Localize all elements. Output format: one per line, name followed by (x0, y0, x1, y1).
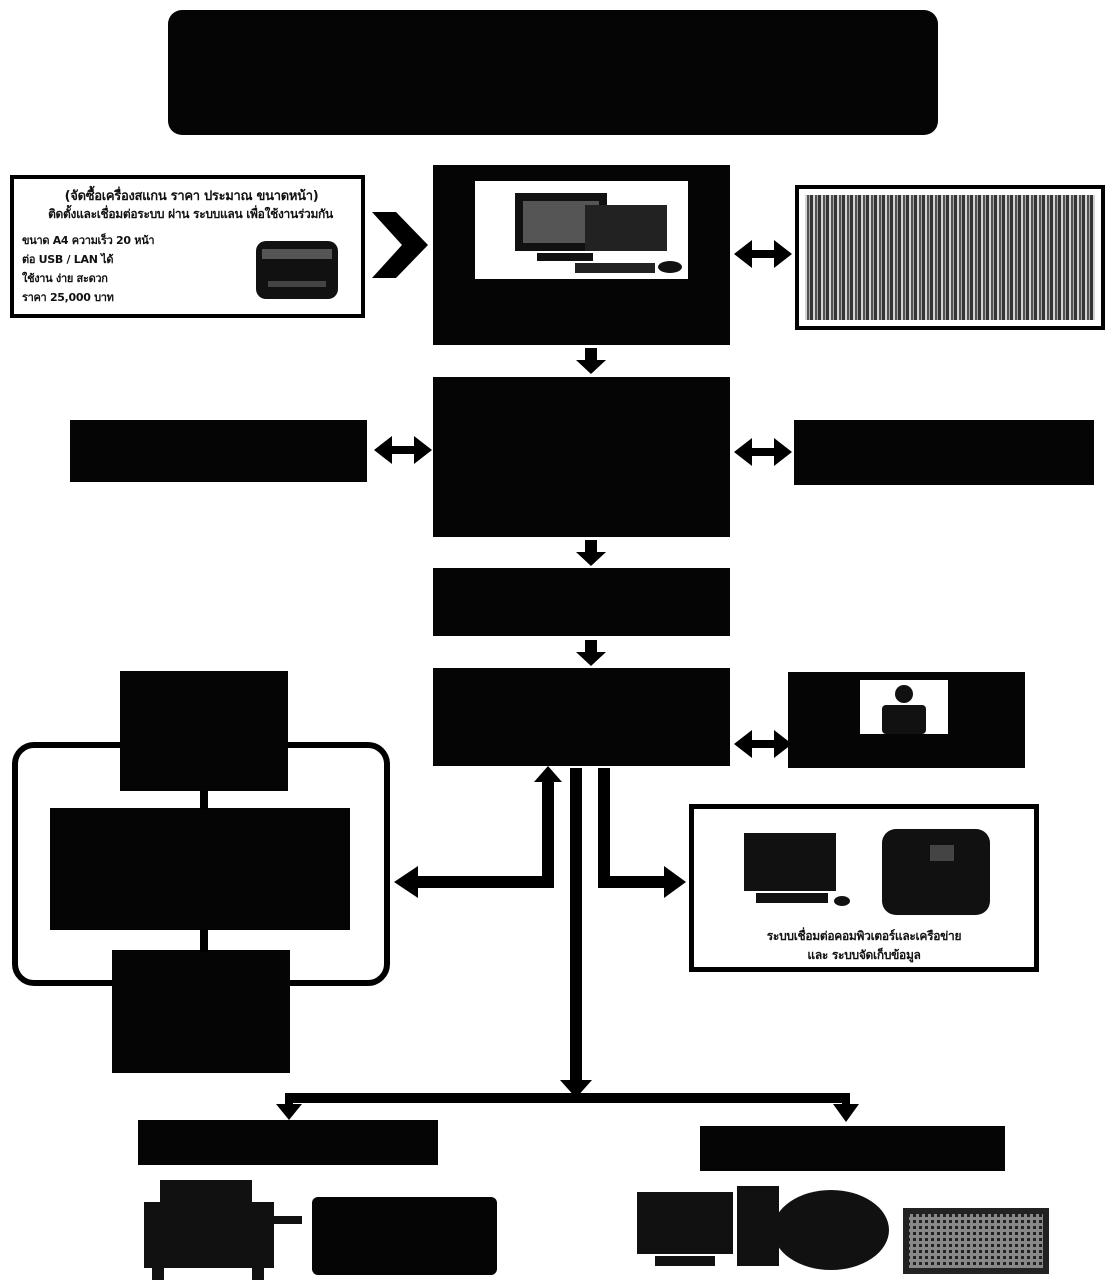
down-arrow-icon (576, 348, 606, 374)
spec-line: ขนาด A4 ความเร็ว 20 หน้า (22, 234, 155, 247)
chevron-right-icon (372, 212, 428, 278)
server-icon (744, 829, 990, 915)
scanner-card-line2: ติดตั้งและเชื่อมต่อระบบ ผ่าน ระบบแลน เพื… (48, 207, 333, 221)
spec-line: ใช้งาน ง่าย สะดวก (22, 272, 108, 285)
left-bottom-box (112, 950, 290, 1073)
double-arrow-icon (734, 438, 792, 466)
spec-line: ต่อ USB / LAN ได้ (22, 253, 114, 266)
right-process-box (794, 420, 1094, 485)
down-arrow-icon (276, 1104, 302, 1120)
bottom-equipment-icon (637, 1186, 1049, 1274)
network-photo (795, 185, 1105, 330)
bottom-left-box (138, 1120, 438, 1165)
double-arrow-icon (374, 436, 432, 464)
title-banner (168, 10, 938, 135)
loop-connector (200, 790, 208, 810)
left-process-box (70, 420, 367, 482)
center-process-box (433, 377, 730, 537)
split-line (285, 1093, 850, 1103)
scanner-icon (256, 241, 338, 299)
presenter-panel (860, 680, 948, 734)
spec-line: ราคา 25,000 บาท (22, 291, 114, 304)
down-arrow-icon (576, 540, 606, 566)
presenter-box (788, 672, 1025, 768)
down-arrow-icon (576, 640, 606, 666)
computer-image-panel (475, 181, 688, 279)
bottom-small-box (312, 1197, 497, 1275)
computer-icon (515, 193, 682, 273)
left-middle-box (50, 808, 350, 930)
step-box-3 (433, 568, 730, 636)
bottom-right-box (700, 1126, 1005, 1171)
computer-card-caption-2: และ ระบบจัดเก็บข้อมูล (807, 948, 921, 962)
left-top-box (120, 671, 288, 791)
step-box-4 (433, 668, 730, 766)
scanner-spec-list: ขนาด A4 ความเร็ว 20 หน้า ต่อ USB / LAN ไ… (22, 231, 232, 307)
main-computer-box (433, 165, 730, 345)
computer-card-caption-1: ระบบเชื่อมต่อคอมพิวเตอร์และเครือข่าย (766, 929, 962, 943)
computer-card: ระบบเชื่อมต่อคอมพิวเตอร์และเครือข่าย และ… (689, 804, 1039, 972)
down-arrow-icon (560, 1080, 592, 1098)
scanner-card-line1: (จัดซื้อเครื่องสแกน ราคา ประมาณ ขนาดหน้า… (64, 189, 319, 204)
down-arrow-icon (833, 1104, 859, 1122)
loop-connector (200, 930, 208, 952)
double-arrow-icon (734, 730, 792, 758)
right-branch-arrow (598, 768, 686, 898)
printer-icon (144, 1180, 302, 1280)
double-arrow-icon (734, 240, 792, 268)
person-icon (882, 685, 926, 734)
left-branch-arrow (394, 766, 562, 898)
network-photo-texture (805, 195, 1095, 320)
scanner-card: (จัดซื้อเครื่องสแกน ราคา ประมาณ ขนาดหน้า… (10, 175, 365, 318)
trunk-line (570, 768, 582, 1090)
